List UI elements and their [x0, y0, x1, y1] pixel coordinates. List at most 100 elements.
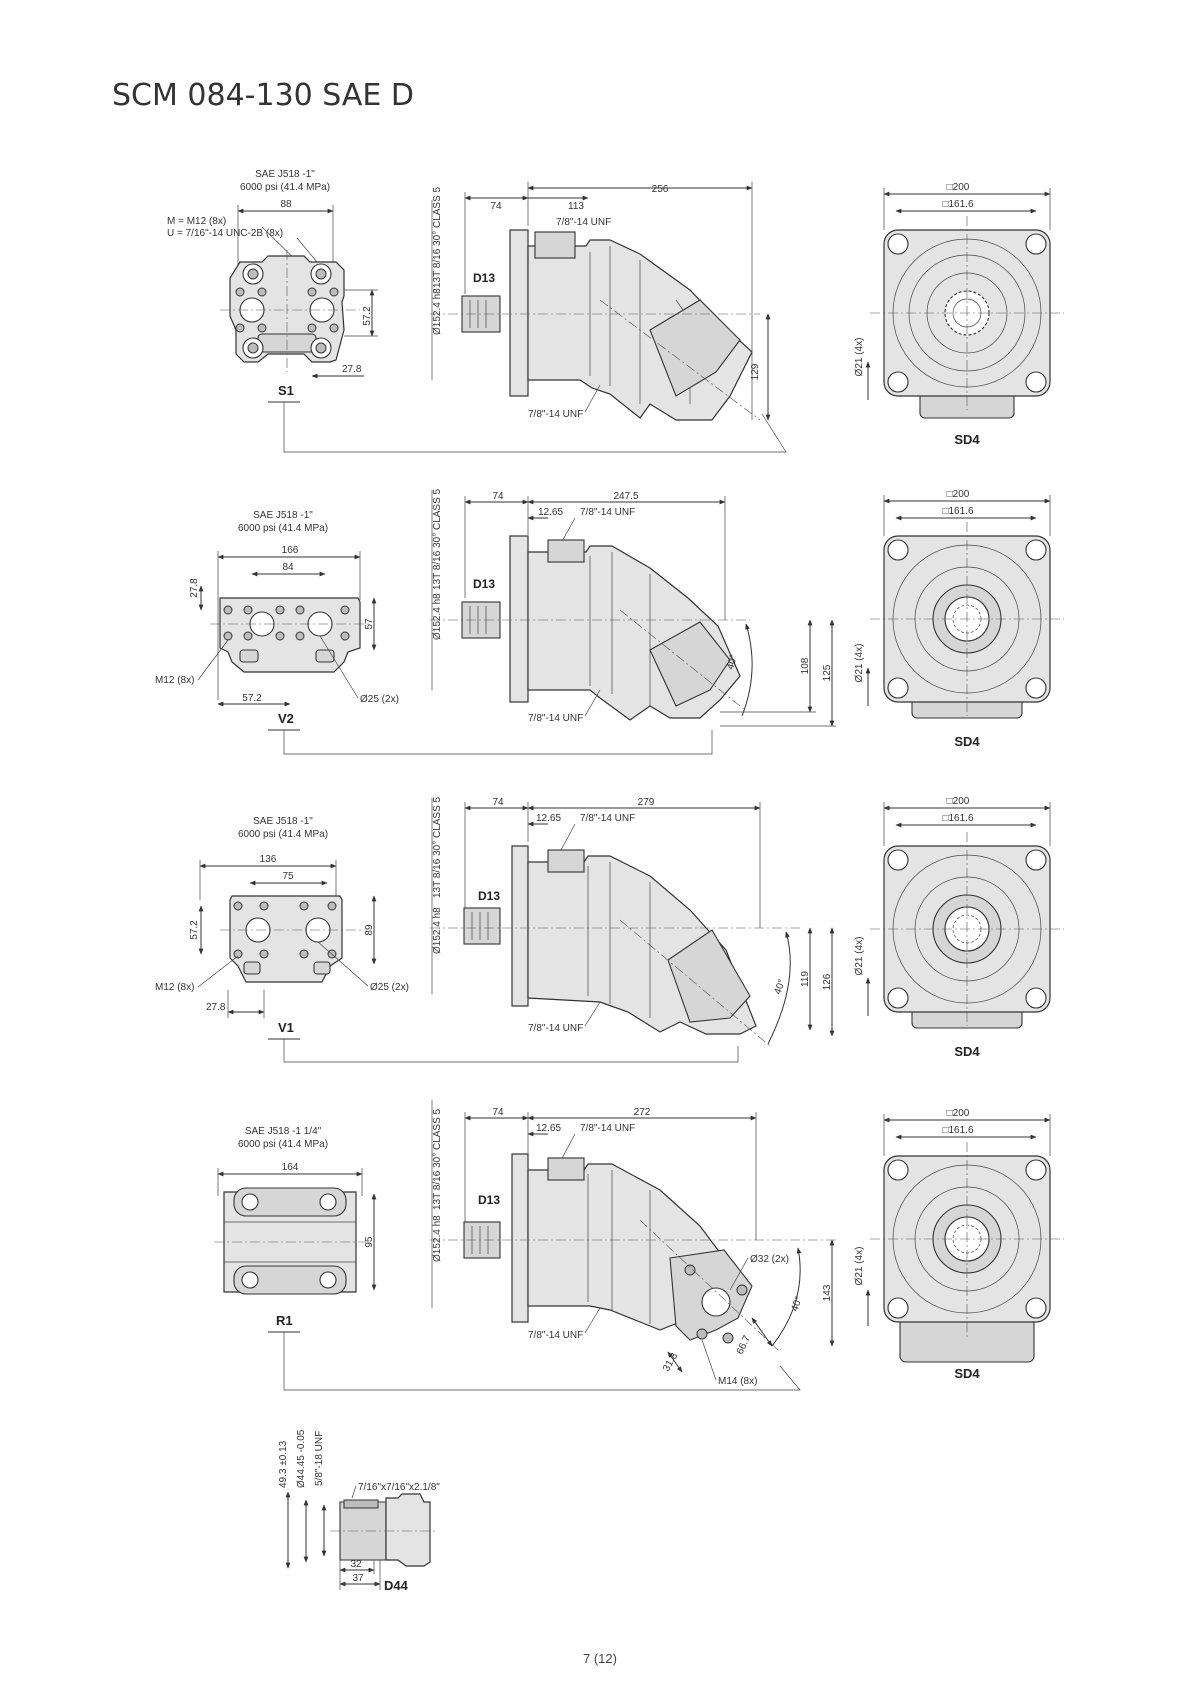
shaft-label: D13 [478, 1193, 500, 1207]
port-view-s1: SAE J518 -1" 6000 psi (41.4 MPa) 88 M = … [167, 169, 787, 453]
note-m-label: M14 (8x) [718, 1376, 757, 1387]
row-4: SAE J518 -1 1/4" 6000 psi (41.4 MPa) 164… [214, 1100, 1064, 1391]
dim-flange: 74 [492, 797, 504, 808]
dim-height: 143 [822, 1284, 833, 1301]
dim-shaft-length: 37 [352, 1573, 364, 1584]
page-title: SCM 084-130 SAE D [112, 78, 415, 113]
thread-top-label: 7/8"-14 UNF [556, 217, 611, 228]
dim-offset: 12.65 [536, 1123, 561, 1134]
dim-bottom: 27.8 [206, 1002, 226, 1013]
thread-bottom-label: 7/8"-14 UNF [528, 409, 583, 420]
thread-top-label: 7/8"-14 UNF [580, 813, 635, 824]
port-code-label: V1 [278, 1020, 294, 1035]
dim-centers: 75 [282, 871, 294, 882]
shaft-code-label: D44 [384, 1578, 409, 1593]
dim-height-1: 108 [800, 657, 811, 674]
dim-offset: 12.65 [538, 507, 563, 518]
spline-label: 13T 8/16 30° CLASS 5 [432, 186, 443, 288]
note-port-label: Ø32 (2x) [750, 1254, 789, 1265]
dim-height: 57.2 [362, 306, 373, 326]
end-view-4: □200 □161.6 Ø21 (4x) SD4 [854, 1108, 1064, 1381]
flange-std-label: SAE J518 -1 1/4" [245, 1126, 322, 1137]
thread-top-label: 7/8"-14 UNF [580, 507, 635, 518]
shaft-label: D13 [478, 889, 500, 903]
end-code-label: SD4 [954, 1366, 980, 1381]
dim-height: 89 [364, 924, 375, 936]
dim-port: 113 [568, 201, 584, 212]
shaft-label: D13 [473, 577, 495, 591]
pressure-label: 6000 psi (41.4 MPa) [238, 1139, 328, 1150]
thread-bottom-label: 7/8"-14 UNF [528, 1023, 583, 1034]
spline-label: 13T 8/16 30° CLASS 5 [432, 1108, 443, 1210]
note-port-label: Ø25 (2x) [360, 694, 399, 705]
dim-height: 95 [364, 1236, 375, 1248]
pressure-label: 6000 psi (41.4 MPa) [238, 829, 328, 840]
dim-centers: 84 [282, 562, 294, 573]
dim-height: 129 [750, 363, 761, 380]
dim-bolt-spacing: 66.7 [735, 1334, 753, 1357]
note-m-label: M = M12 (8x) [167, 216, 226, 227]
dim-length: 247.5 [613, 491, 638, 502]
dim-offset: 12.65 [536, 813, 561, 824]
dim-flange: 74 [492, 491, 504, 502]
inner-size-label: □161.6 [942, 199, 974, 210]
dim-length: 279 [638, 797, 655, 808]
row-1: SAE J518 -1" 6000 psi (41.4 MPa) 88 M = … [167, 169, 1064, 453]
dim-key: 7/16"x7/16"x2.1/8" [358, 1482, 440, 1493]
dim-key-length: 32 [350, 1559, 362, 1570]
inner-size-label: □161.6 [942, 813, 974, 824]
inner-size-label: □161.6 [942, 1125, 974, 1136]
flange-std-label: SAE J518 -1" [255, 169, 315, 180]
pilot-label: Ø152.4 h8 [432, 907, 443, 954]
port-view-r1: SAE J518 -1 1/4" 6000 psi (41.4 MPa) 164… [214, 1126, 801, 1391]
outer-size-label: □200 [947, 489, 970, 500]
dim-diameter: Ø44.45 -0.05 [296, 1429, 307, 1488]
pilot-label: Ø152.4 h8 [432, 593, 443, 640]
thread-top-label: 7/8"-14 UNF [580, 1123, 635, 1134]
side-view-1: Ø152.4 h8 13T 8/16 30° CLASS 5 74 113 25… [430, 182, 771, 421]
dim-offset: 27.8 [342, 364, 362, 375]
dim-flange: 74 [490, 201, 502, 212]
holes-label: Ø21 (4x) [854, 644, 865, 683]
outer-size-label: □200 [947, 182, 970, 193]
note-port-label: Ø25 (2x) [370, 982, 409, 993]
dim-height-2: 125 [822, 664, 833, 681]
pilot-label: Ø152.4 h8 [432, 288, 443, 335]
pilot-label: Ø152.4 h8 [432, 1215, 443, 1262]
shaft-label: D13 [473, 271, 495, 285]
port-code-label: V2 [278, 711, 294, 726]
holes-label: Ø21 (4x) [854, 338, 865, 377]
side-view-2: Ø152.4 h8 13T 8/16 30° CLASS 5 74 12.65 … [430, 488, 836, 727]
outer-size-label: □200 [947, 1108, 970, 1119]
dim-height-1: 119 [800, 971, 811, 987]
flange-std-label: SAE J518 -1" [253, 510, 313, 521]
dim-centers-vertical: 57.2 [189, 920, 200, 940]
end-view-3: □200 □161.6 Ø21 (4x) SD4 [854, 796, 1064, 1059]
end-code-label: SD4 [954, 432, 980, 447]
end-code-label: SD4 [954, 734, 980, 749]
dim-angle: 40° [772, 978, 788, 996]
dim-angle: 40° [789, 1295, 805, 1313]
pressure-label: 6000 psi (41.4 MPa) [240, 182, 330, 193]
holes-label: Ø21 (4x) [854, 937, 865, 976]
dim-flange: 74 [492, 1107, 504, 1118]
dim-width: 136 [260, 854, 277, 865]
shaft-detail-d44: 49.3 ±0.13 Ø44.45 -0.05 5/8"-18 UNF 7/16… [278, 1429, 440, 1593]
note-m-label: M12 (8x) [155, 675, 194, 686]
side-view-3: Ø152.4 h8 13T 8/16 30° CLASS 5 74 12.65 … [430, 796, 835, 1047]
row-2: SAE J518 -1" 6000 psi (41.4 MPa) 166 84 … [155, 488, 1064, 755]
note-u-label: U = 7/16"-14 UNC-2B (8x) [167, 228, 283, 239]
dim-offset: 27.8 [189, 578, 200, 598]
end-view-2: □200 □161.6 Ø21 (4x) SD4 [854, 489, 1064, 749]
dim-angle: 40° [725, 653, 740, 670]
inner-size-label: □161.6 [942, 506, 974, 517]
dim-width: 88 [280, 199, 292, 210]
dim-width: 166 [282, 545, 299, 556]
dim-height: 57 [364, 618, 375, 630]
end-view-1: □200 □161.6 Ø21 (4x) SD4 [854, 182, 1064, 447]
end-code-label: SD4 [954, 1044, 980, 1059]
dim-thread: 5/8"-18 UNF [314, 1431, 325, 1486]
page-number: 7 (12) [583, 1651, 617, 1666]
port-view-v1: SAE J518 -1" 6000 psi (41.4 MPa) 136 75 … [155, 816, 739, 1063]
